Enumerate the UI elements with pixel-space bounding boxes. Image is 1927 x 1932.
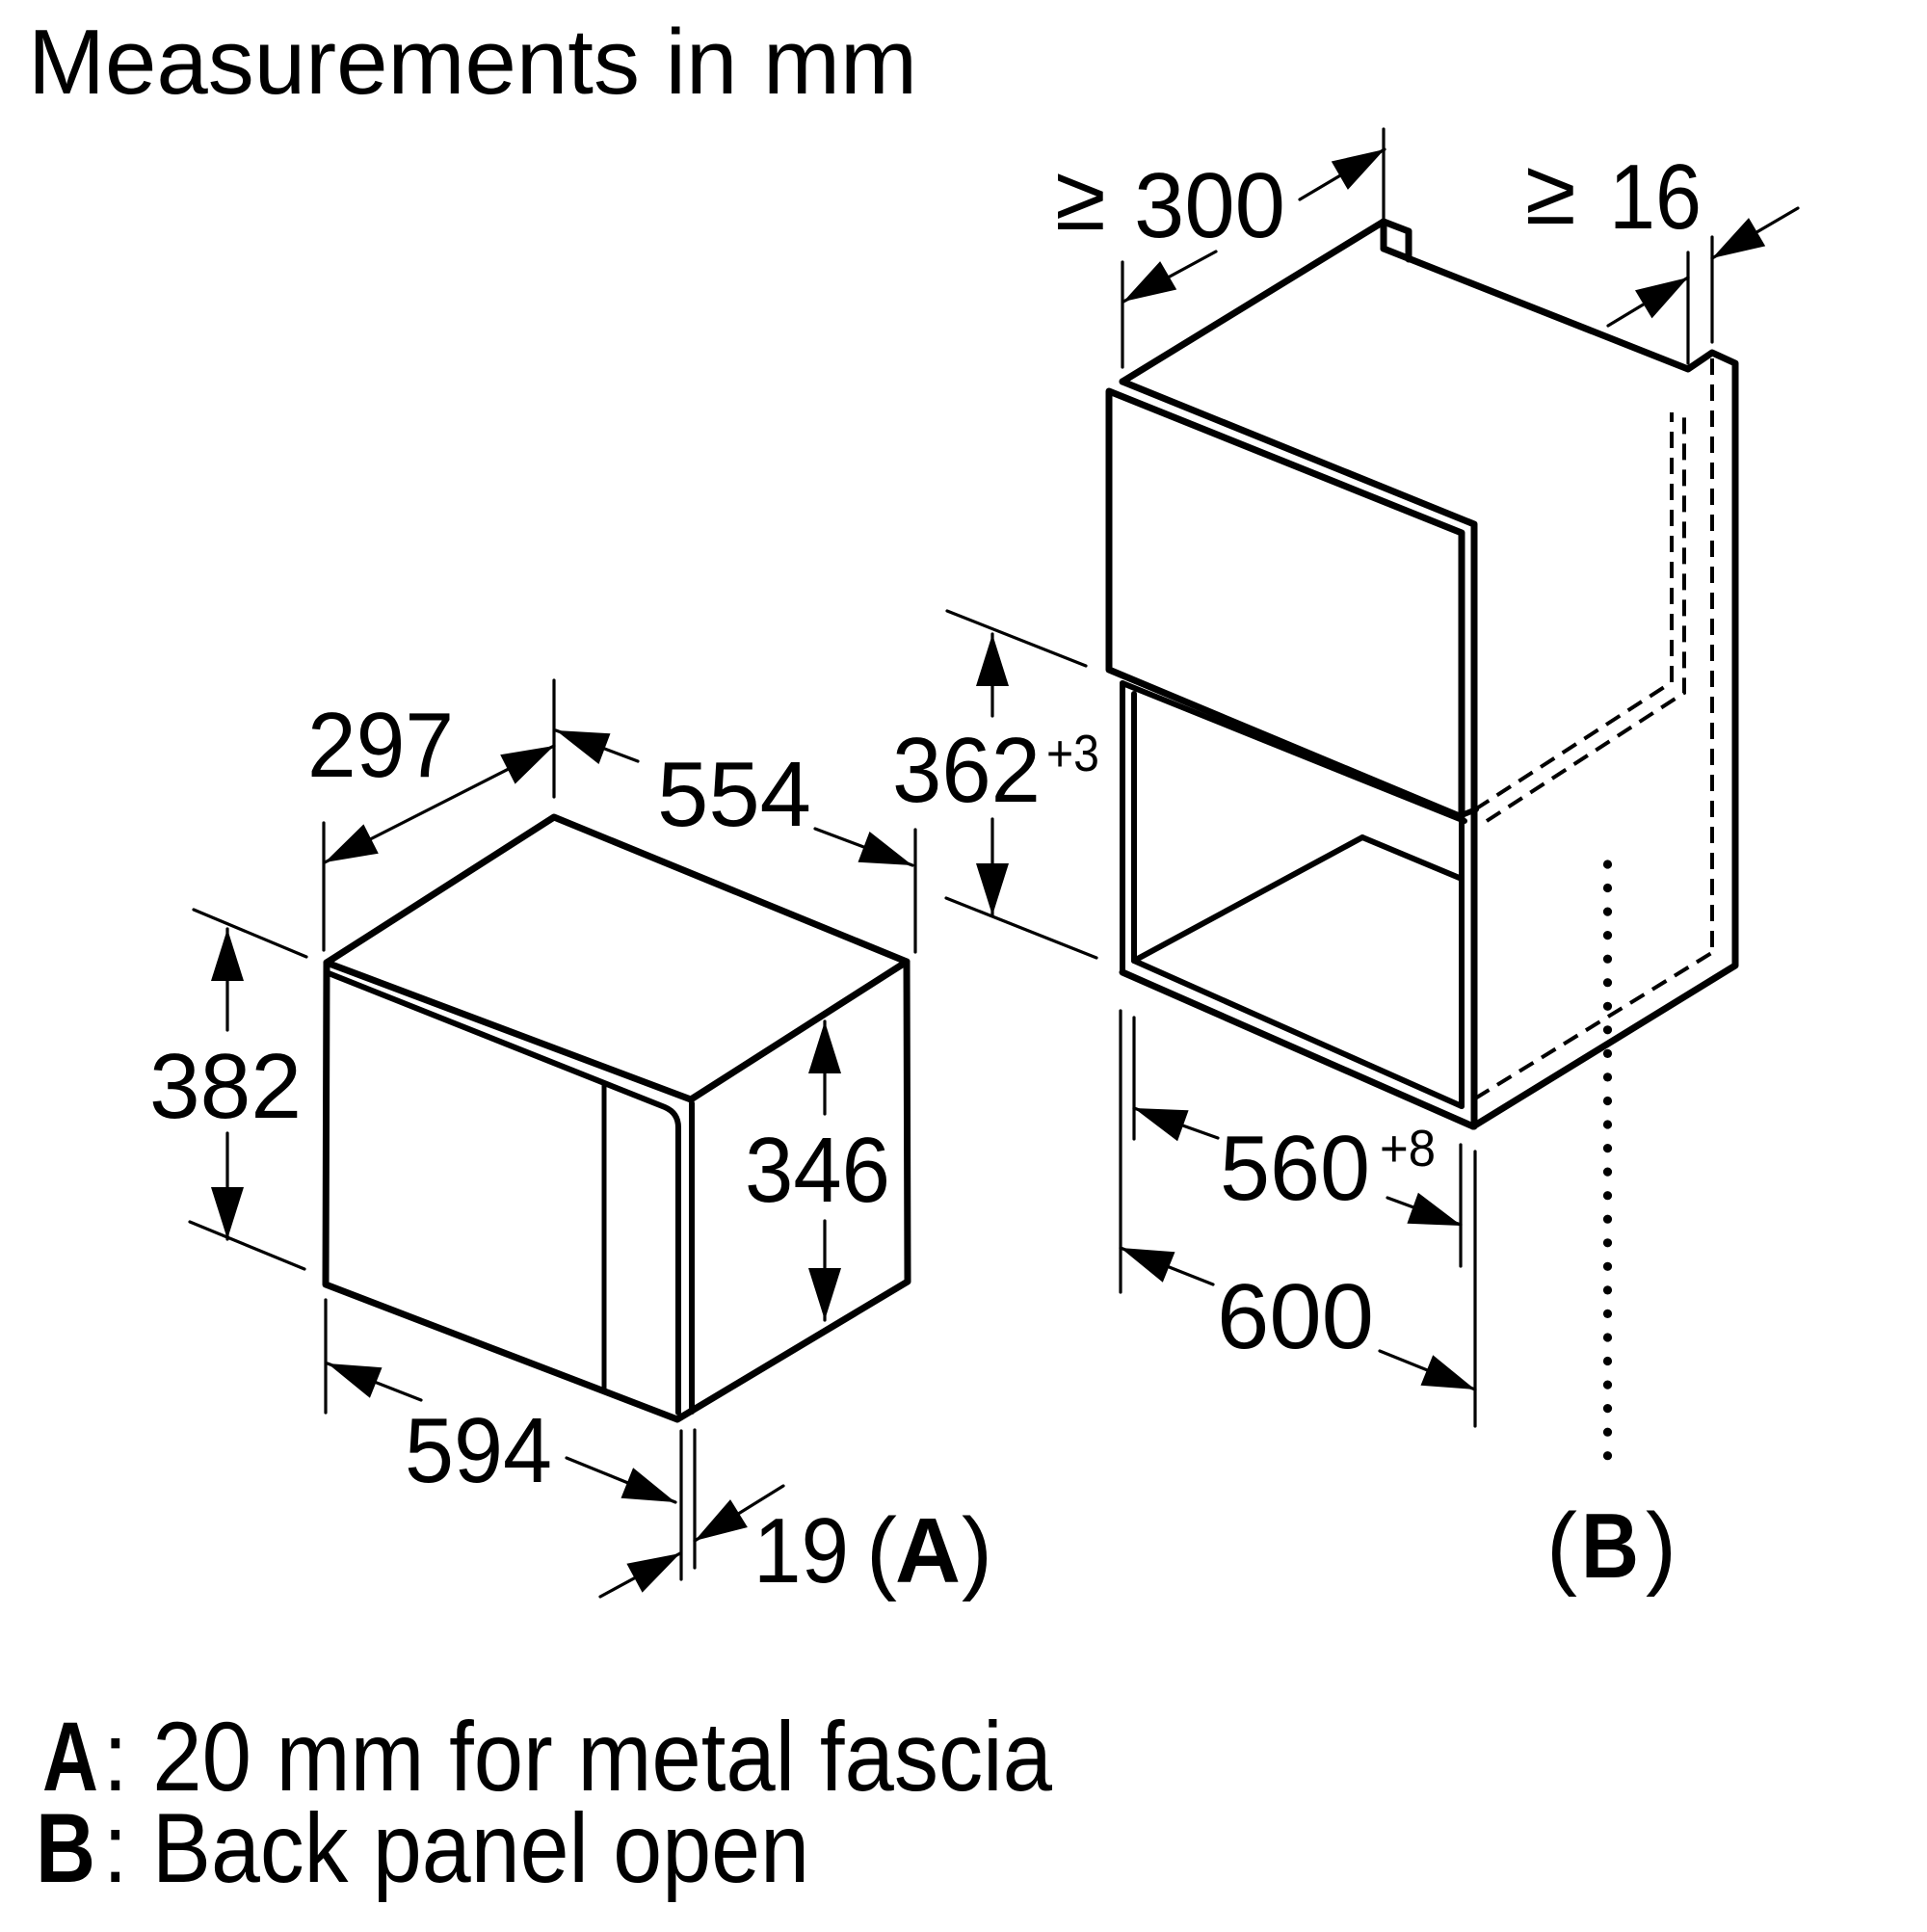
svg-text:(: ( [866, 1499, 897, 1602]
svg-text:346: 346 [745, 1119, 890, 1222]
svg-text:): ) [962, 1499, 992, 1602]
svg-text:: Back panel open: : Back panel open [103, 1793, 809, 1903]
svg-text:594: 594 [405, 1399, 552, 1502]
svg-text:+8: +8 [1380, 1120, 1436, 1178]
svg-text:+3: +3 [1046, 725, 1099, 782]
svg-text:600: 600 [1217, 1265, 1374, 1368]
svg-text:B: B [1581, 1495, 1639, 1598]
svg-text:A: A [895, 1499, 961, 1602]
svg-text:: 20 mm for metal fascia: : 20 mm for metal fascia [103, 1702, 1052, 1812]
svg-text:554: 554 [657, 743, 811, 846]
svg-text:): ) [1646, 1495, 1676, 1598]
svg-text:≥: ≥ [1055, 146, 1106, 250]
svg-text:B: B [36, 1793, 95, 1903]
svg-text:Measurements in mm: Measurements in mm [28, 11, 917, 114]
svg-text:300: 300 [1134, 154, 1285, 257]
svg-text:19: 19 [753, 1499, 849, 1602]
svg-text:16: 16 [1609, 146, 1702, 249]
svg-text:297: 297 [307, 694, 454, 797]
svg-text:560: 560 [1220, 1117, 1370, 1220]
svg-text:(: ( [1546, 1495, 1577, 1598]
svg-text:A: A [42, 1702, 98, 1812]
svg-text:≥: ≥ [1525, 141, 1576, 244]
svg-text:382: 382 [149, 1035, 302, 1138]
svg-text:362: 362 [892, 719, 1041, 822]
